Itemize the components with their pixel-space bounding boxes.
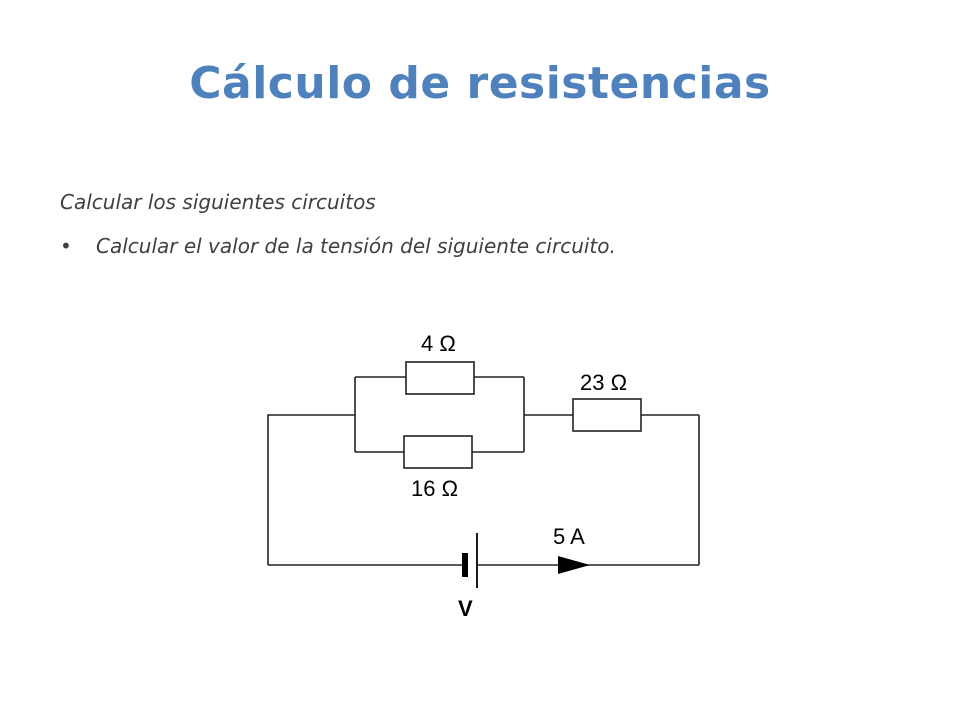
bullet-item: • Calcular el valor de la tensión del si… [60,234,616,258]
resistor-23ohm [572,398,642,432]
bullet-list: • Calcular el valor de la tensión del si… [60,234,616,258]
source-label: V [458,596,473,621]
battery-short-plate [462,553,468,577]
resistor-23ohm-label: 23 Ω [580,370,627,395]
slide-title: Cálculo de resistencias [189,58,771,109]
wire-left [267,414,330,565]
resistor-4ohm [405,361,475,395]
current-arrow-icon [558,556,590,574]
intro-text: Calcular los siguientes circuitos [60,190,376,214]
resistor-4ohm-label: 4 Ω [421,331,456,356]
bullet-text: Calcular el valor de la tensión del sigu… [96,234,616,258]
bullet-dot-icon: • [60,234,72,258]
resistor-16ohm [403,435,473,469]
circuit-wires [267,376,700,566]
current-label: 5 A [553,524,585,549]
resistor-16ohm-label: 16 Ω [411,476,458,501]
